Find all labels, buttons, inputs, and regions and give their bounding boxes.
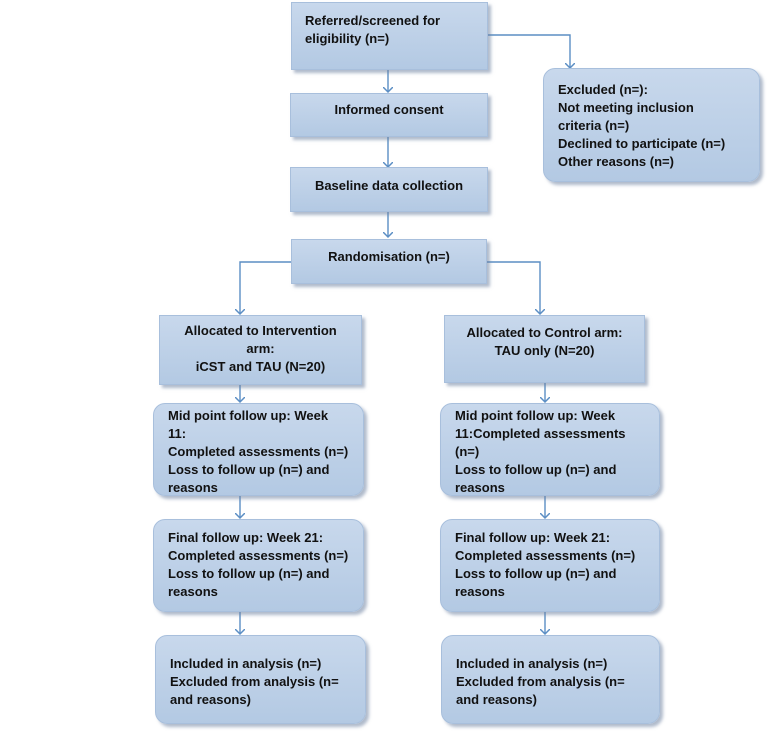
- control-analysis-line-3: and reasons): [456, 692, 537, 707]
- excluded-line-4: Declined to participate (n=): [558, 136, 726, 151]
- intervention-midpoint-line-5: reasons: [168, 480, 218, 495]
- excluded-line-3: criteria (n=): [558, 118, 630, 133]
- intervention-analysis-box: Included in analysis (n=) Excluded from …: [155, 635, 366, 724]
- baseline-data-box: Baseline data collection: [290, 167, 488, 212]
- baseline-line-1: Baseline data collection: [314, 178, 464, 193]
- randomisation-box: Randomisation (n=): [291, 239, 487, 284]
- control-final-line-3: Loss to follow up (n=) and: [455, 566, 617, 581]
- control-final-box: Final follow up: Week 21: Completed asse…: [440, 519, 660, 612]
- control-final-line-2: Completed assessments (n=): [455, 548, 636, 563]
- referred-line-2: eligibility (n=): [305, 31, 390, 46]
- intervention-arm-box: Allocated to Intervention arm: iCST and …: [159, 315, 362, 385]
- control-arm-line-1: Allocated to Control arm:: [466, 325, 623, 340]
- excluded-line-1: Excluded (n=):: [558, 82, 648, 97]
- referred-line-1: Referred/screened for: [305, 13, 441, 28]
- referred-screened-box: Referred/screened for eligibility (n=): [291, 2, 488, 70]
- control-final-line-4: reasons: [455, 584, 505, 599]
- intervention-midpoint-line-1: Mid point follow up: Week: [168, 408, 329, 423]
- arrow-referred-to-excluded: [488, 34, 570, 68]
- excluded-line-5: Other reasons (n=): [558, 154, 674, 169]
- intervention-midpoint-line-2: 11:: [168, 426, 187, 441]
- control-arm-box: Allocated to Control arm: TAU only (N=20…: [444, 315, 645, 383]
- control-midpoint-line-3: (n=): [455, 444, 480, 459]
- intervention-analysis-line-1: Included in analysis (n=): [170, 656, 322, 671]
- excluded-box: Excluded (n=): Not meeting inclusion cri…: [543, 68, 760, 182]
- intervention-arm-line-3: iCST and TAU (N=20): [195, 359, 326, 374]
- excluded-line-2: Not meeting inclusion: [558, 100, 694, 115]
- control-final-line-1: Final follow up: Week 21:: [455, 530, 611, 545]
- control-analysis-line-1: Included in analysis (n=): [456, 656, 608, 671]
- control-midpoint-line-4: Loss to follow up (n=) and: [455, 462, 617, 477]
- intervention-midpoint-line-3: Completed assessments (n=): [168, 444, 349, 459]
- arrow-randomisation-to-control: [487, 261, 540, 314]
- intervention-final-line-3: Loss to follow up (n=) and: [168, 566, 330, 581]
- intervention-final-box: Final follow up: Week 21: Completed asse…: [153, 519, 364, 612]
- informed-consent-box: Informed consent: [290, 93, 488, 137]
- intervention-analysis-line-2: Excluded from analysis (n=: [170, 674, 339, 689]
- intervention-arm-line-2: arm:: [246, 341, 275, 356]
- intervention-midpoint-line-4: Loss to follow up (n=) and: [168, 462, 330, 477]
- intervention-analysis-line-3: and reasons): [170, 692, 251, 707]
- control-midpoint-line-2: 11:Completed assessments: [455, 426, 626, 441]
- control-midpoint-box: Mid point follow up: Week 11:Completed a…: [440, 403, 660, 496]
- control-midpoint-line-5: reasons: [455, 480, 505, 495]
- intervention-final-line-2: Completed assessments (n=): [168, 548, 349, 563]
- control-analysis-line-2: Excluded from analysis (n=: [456, 674, 625, 689]
- intervention-final-line-4: reasons: [168, 584, 218, 599]
- intervention-midpoint-box: Mid point follow up: Week 11: Completed …: [153, 403, 364, 496]
- arrow-randomisation-to-intervention: [240, 261, 291, 314]
- consent-line-1: Informed consent: [334, 102, 444, 117]
- control-midpoint-line-1: Mid point follow up: Week: [455, 408, 616, 423]
- control-arm-line-2: TAU only (N=20): [494, 343, 595, 358]
- intervention-final-line-1: Final follow up: Week 21:: [168, 530, 324, 545]
- randomisation-line-1: Randomisation (n=): [328, 249, 450, 264]
- intervention-arm-line-1: Allocated to Intervention: [184, 323, 337, 338]
- control-analysis-box: Included in analysis (n=) Excluded from …: [441, 635, 660, 724]
